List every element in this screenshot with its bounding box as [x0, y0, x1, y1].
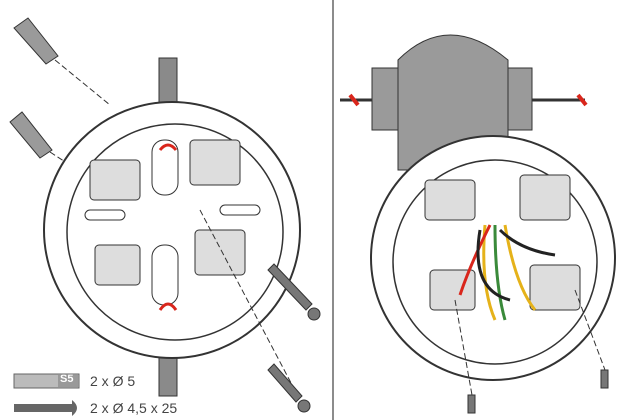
legend-screw-icon: [14, 400, 77, 416]
screw-icon: [467, 369, 609, 414]
dowel-icon: [9, 17, 59, 159]
wires: [458, 224, 556, 321]
legend-screw-label: 2 x Ø 4,5 x 25: [90, 400, 178, 416]
right-step-box-mount: [340, 34, 616, 414]
left-step-wall-mount: [9, 17, 321, 413]
screw-icon: [267, 263, 321, 413]
legend-dowel-code: S5: [60, 373, 74, 385]
legend-dowel-icon: [13, 373, 80, 389]
base-plate-terminals: [424, 174, 581, 311]
base-plate-terminals: [84, 139, 261, 306]
legend-dowel-label: 2 x Ø 5: [90, 373, 136, 389]
